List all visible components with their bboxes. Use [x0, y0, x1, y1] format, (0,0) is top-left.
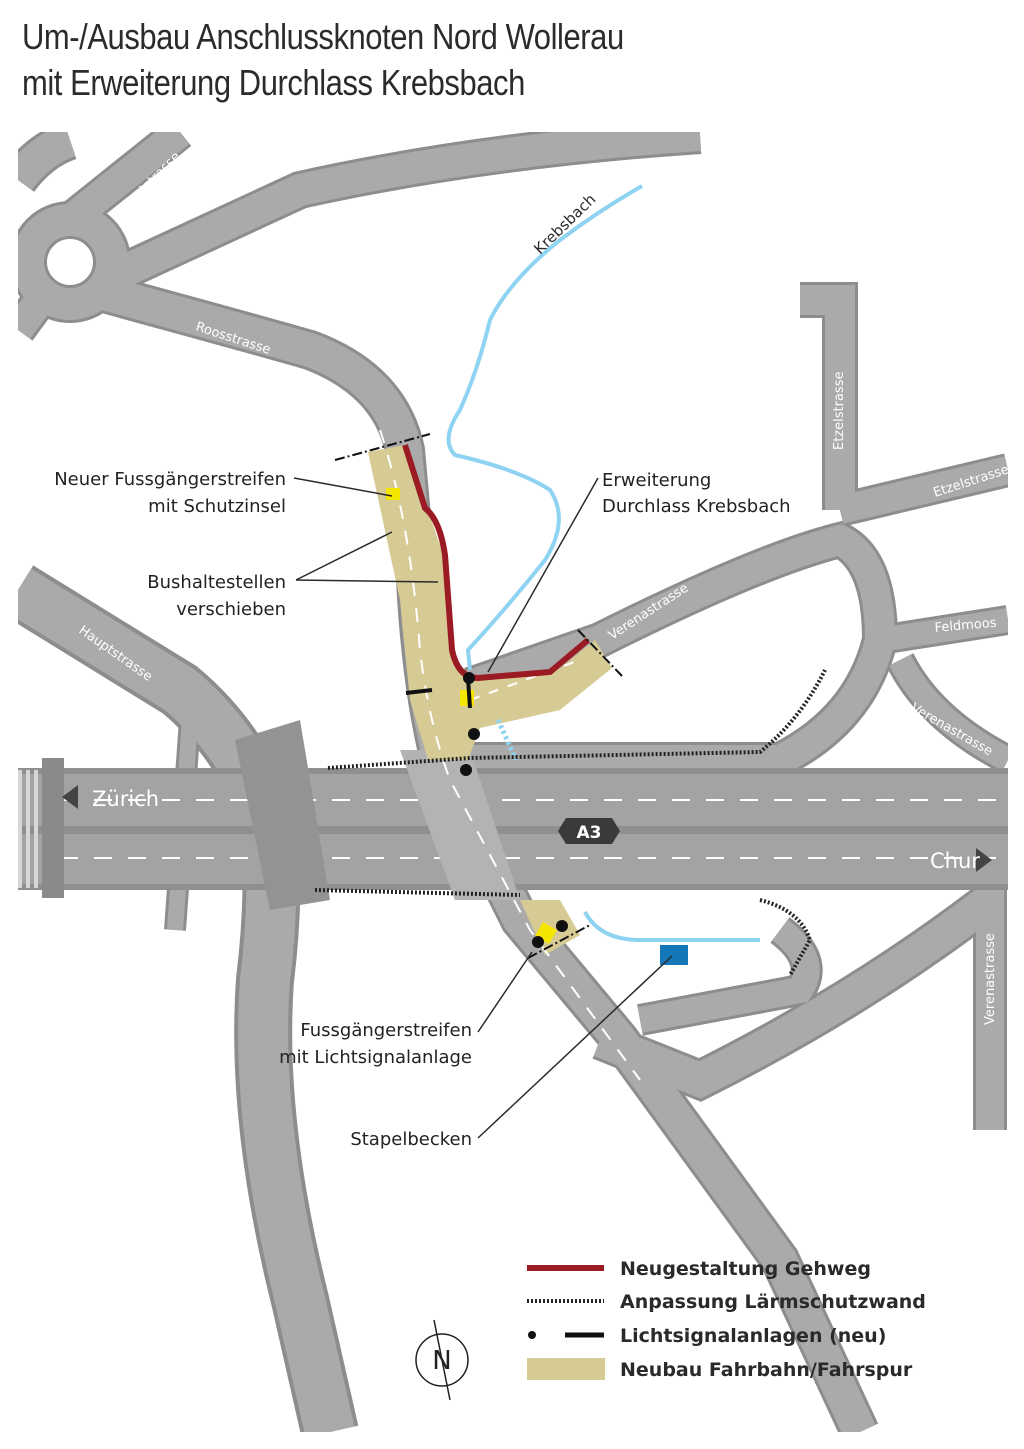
legend: Neugestaltung Gehweg Anpassung Lärmschut…: [527, 1258, 926, 1381]
compass-letter: N: [432, 1346, 451, 1376]
traffic-signals: [405, 672, 568, 948]
ann-lsa-2: mit Lichtsignalanlage: [279, 1047, 472, 1068]
project-limits: [334, 433, 623, 959]
ann-bushalt-2: verschieben: [176, 599, 286, 620]
leader-lines: [293, 477, 673, 1139]
ann-stapelbecken: Stapelbecken: [350, 1129, 472, 1150]
compass-icon: N: [415, 1319, 469, 1401]
stapelbecken-basin: [660, 945, 688, 965]
legend-fahrbahn: Neubau Fahrbahn/Fahrspur: [620, 1359, 913, 1381]
a3-label: A3: [577, 823, 602, 843]
new-lane-area: [368, 445, 612, 760]
legend-laermschutz: Anpassung Lärmschutzwand: [620, 1291, 926, 1313]
krebsbach-south: [583, 911, 760, 942]
motorway-a3: [18, 758, 1008, 898]
legend-lichtsignal: Lichtsignalanlagen (neu): [620, 1325, 886, 1347]
ann-durchlass-2: Durchlass Krebsbach: [602, 496, 791, 517]
label-chur: Chur: [930, 849, 980, 873]
road-network: Hauptstrasse Bahnhofstrasse Roosstrasse …: [18, 132, 1008, 1432]
title-line-1: Um-/Ausbau Anschlussknoten Nord Wollerau: [22, 16, 624, 57]
arrow-east-icon: [976, 848, 992, 872]
overpass-hauptstrasse: [235, 720, 330, 910]
ann-bushalt-1: Bushaltestellen: [147, 572, 286, 593]
roundabout-island: [48, 240, 92, 284]
lane-markings: [379, 429, 641, 1081]
map-title: Um-/Ausbau Anschlussknoten Nord Wollerau…: [22, 14, 865, 106]
label-zuerich: Zürich: [92, 787, 159, 811]
a3-shield: [558, 818, 620, 844]
ann-fussgaengerstreifen-2: mit Schutzinsel: [148, 496, 286, 517]
noise-barriers: [314, 669, 827, 976]
krebsbach-creek: [446, 184, 643, 671]
label-verenastrasse-v: Verenastrasse: [983, 933, 998, 1025]
legend-swatch-fahrbahn: [527, 1358, 605, 1380]
culvert-marker: [495, 718, 519, 762]
title-line-2: mit Erweiterung Durchlass Krebsbach: [22, 62, 525, 103]
label-feldmoos: Feldmoos: [934, 616, 997, 636]
label-etzelstrasse-v: Etzelstrasse: [832, 372, 847, 450]
ann-lsa-1: Fussgängerstreifen: [300, 1020, 472, 1041]
legend-gehweg: Neugestaltung Gehweg: [620, 1258, 871, 1280]
ann-fussgaengerstreifen-1: Neuer Fussgängerstreifen: [54, 469, 286, 490]
overpass-main: [400, 750, 520, 900]
ann-durchlass-1: Erweiterung: [602, 470, 711, 491]
annotations: Neuer Fussgängerstreifen mit Schutzinsel…: [54, 469, 790, 1150]
legend-swatch-signal-dot: [528, 1331, 536, 1339]
arrow-west-icon: [62, 785, 78, 809]
label-krebsbach: Krebsbach: [530, 190, 599, 258]
